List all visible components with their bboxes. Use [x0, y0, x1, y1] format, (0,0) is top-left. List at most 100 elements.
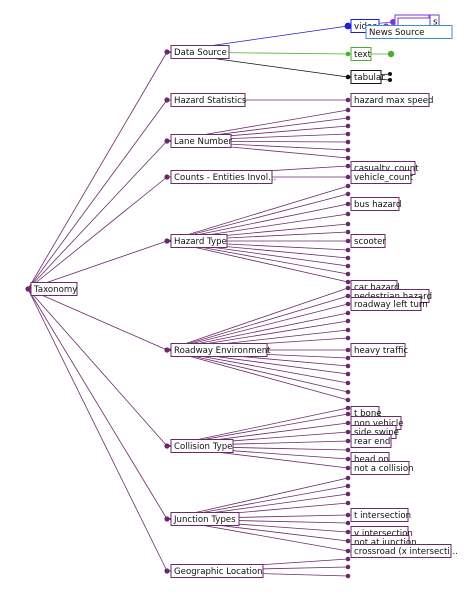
leaf-node[interactable] — [345, 131, 351, 137]
leaf-node[interactable] — [345, 247, 351, 253]
leaf-node[interactable] — [345, 347, 351, 353]
leaf-label-t-intersection[interactable]: t intersection — [350, 508, 411, 522]
leaf-node[interactable] — [345, 438, 351, 444]
leaf-node[interactable] — [345, 556, 351, 562]
leaf-node[interactable] — [345, 363, 351, 369]
category-label-junction-types[interactable]: Junction Types — [170, 512, 240, 526]
category-node-collision-type[interactable] — [164, 443, 170, 449]
text-node[interactable] — [345, 51, 351, 57]
category-label-hazard-statistics[interactable]: Hazard Statistics — [170, 93, 247, 107]
leaf-node[interactable] — [345, 123, 351, 129]
leaf-node[interactable] — [345, 155, 351, 161]
leaf-node[interactable] — [345, 97, 351, 103]
taxonomy-root-label[interactable]: Taxonomy — [30, 282, 78, 296]
leaf-node[interactable] — [345, 520, 351, 526]
leaf-node[interactable] — [345, 429, 351, 435]
category-label-lane-number[interactable]: Lane Number — [170, 134, 233, 148]
leaf-label-heavy-traffic[interactable]: heavy traffic — [350, 343, 408, 357]
leaf-node[interactable] — [345, 107, 351, 113]
leaf-node[interactable] — [345, 411, 351, 417]
leaf-node[interactable] — [345, 221, 351, 227]
category-label-geographic-location[interactable]: Geographic Location — [170, 564, 264, 578]
tabular-child-node-1[interactable] — [388, 72, 392, 76]
leaf-node[interactable] — [345, 573, 351, 579]
leaf-node[interactable] — [345, 397, 351, 403]
category-label-roadway-environment-text: Roadway Environment — [174, 346, 271, 356]
leaf-node[interactable] — [345, 183, 351, 189]
leaf-node[interactable] — [345, 512, 351, 518]
leaf-node[interactable] — [345, 139, 351, 145]
leaf-node[interactable] — [345, 335, 351, 341]
category-label-hazard-type-text: Hazard Type — [174, 237, 227, 247]
leaf-node[interactable] — [345, 310, 351, 316]
leaf-node[interactable] — [345, 500, 351, 506]
category-label-hazard-type[interactable]: Hazard Type — [170, 234, 228, 248]
category-label-hazard-statistics-box — [170, 93, 246, 107]
leaf-label-roadway-left-turn[interactable]: roadway left turn — [350, 297, 428, 311]
video-node[interactable] — [344, 22, 352, 30]
leaf-node[interactable] — [345, 327, 351, 333]
category-node-hazard-statistics[interactable] — [164, 97, 170, 103]
category-label-counts-entities[interactable]: Counts - Entities Invol... — [170, 170, 276, 184]
leaf-node[interactable] — [345, 548, 351, 554]
leaf-node[interactable] — [345, 238, 351, 244]
leaf-label-not-a-collision[interactable]: not a collision — [350, 461, 414, 475]
taxonomy-root-node[interactable] — [25, 286, 31, 292]
leaf-node[interactable] — [345, 405, 351, 411]
leaf-node[interactable] — [345, 475, 351, 481]
leaf-node[interactable] — [345, 456, 351, 462]
leaf-node[interactable] — [345, 491, 351, 497]
category-node-roadway-environment[interactable] — [164, 347, 170, 353]
leaf-node[interactable] — [345, 271, 351, 277]
leaf-label-crossroad[interactable]: crossroad (x intersecti... — [350, 544, 458, 558]
leaf-node[interactable] — [345, 355, 351, 361]
leaf-node[interactable] — [345, 115, 351, 121]
leaf-node[interactable] — [345, 201, 351, 207]
tabular-label[interactable]: tabular — [350, 70, 385, 84]
leaf-node[interactable] — [345, 465, 351, 471]
leaf-label-rear-end[interactable]: rear end — [350, 434, 392, 448]
leaf-node[interactable] — [345, 255, 351, 261]
category-label-roadway-environment[interactable]: Roadway Environment — [170, 343, 271, 357]
leaf-node[interactable] — [345, 318, 351, 324]
leaf-node[interactable] — [345, 147, 351, 153]
leaf-node[interactable] — [345, 279, 351, 285]
leaf-label-vehicle-count[interactable]: vehicle_count — [350, 170, 414, 184]
leaf-node[interactable] — [345, 420, 351, 426]
category-label-data-source[interactable]: Data Source — [170, 45, 230, 59]
text-child-node[interactable] — [387, 50, 395, 58]
news-source-label[interactable]: News Source — [365, 25, 453, 39]
leaf-node[interactable] — [345, 389, 351, 395]
leaf-label-bus-hazard[interactable]: bus hazard — [350, 197, 401, 211]
leaf-node[interactable] — [345, 371, 351, 377]
leaf-node[interactable] — [345, 293, 351, 299]
tabular-node[interactable] — [345, 74, 351, 80]
leaf-node[interactable] — [345, 285, 351, 291]
leaf-node[interactable] — [345, 191, 351, 197]
news-source-label-box — [365, 25, 453, 39]
category-node-junction-types[interactable] — [164, 516, 170, 522]
leaf-node[interactable] — [345, 229, 351, 235]
leaf-label-not-a-collision-text: not a collision — [354, 464, 414, 474]
leaf-node[interactable] — [345, 529, 351, 535]
leaf-node[interactable] — [345, 564, 351, 570]
leaf-node[interactable] — [345, 483, 351, 489]
leaf-node[interactable] — [345, 538, 351, 544]
leaf-label-hazard-max-speed[interactable]: hazard max speed — [350, 93, 433, 107]
leaf-node[interactable] — [345, 301, 351, 307]
category-label-collision-type[interactable]: Collision Type — [170, 439, 234, 453]
leaf-node[interactable] — [345, 380, 351, 386]
category-node-geographic-location[interactable] — [164, 568, 170, 574]
tabular-child-node-2[interactable] — [388, 78, 392, 82]
leaf-label-scooter[interactable]: scooter — [350, 234, 386, 248]
leaf-node[interactable] — [345, 211, 351, 217]
leaf-node[interactable] — [345, 263, 351, 269]
category-node-hazard-type[interactable] — [164, 238, 170, 244]
leaf-node[interactable] — [345, 163, 351, 169]
text-label[interactable]: text — [350, 47, 372, 61]
category-node-lane-number[interactable] — [164, 138, 170, 144]
leaf-node[interactable] — [345, 174, 351, 180]
category-node-counts-entities[interactable] — [164, 174, 170, 180]
leaf-node[interactable] — [345, 447, 351, 453]
category-node-data-source[interactable] — [164, 49, 170, 55]
